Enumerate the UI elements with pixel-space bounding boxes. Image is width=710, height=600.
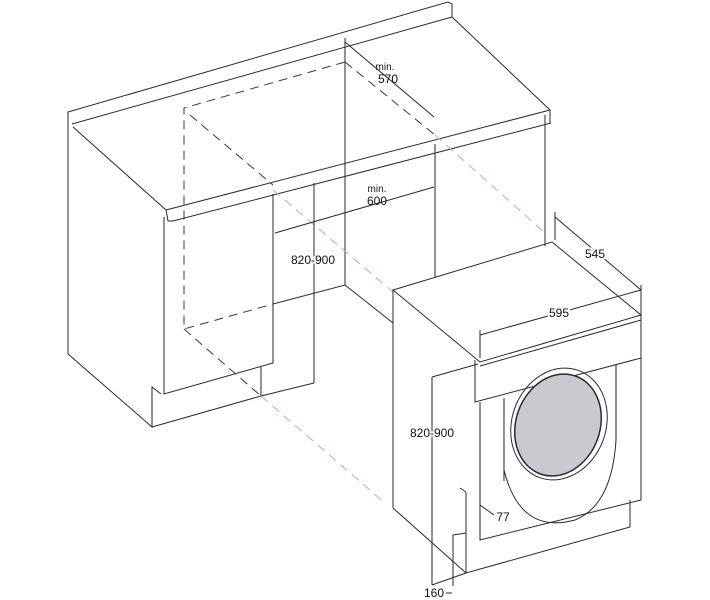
appliance-width-label: 595: [549, 306, 569, 320]
countertop: [67, 1, 552, 222]
appliance-height-label: 820-900: [410, 426, 454, 440]
dimension-labels: min. 570 min. 600 820-900 820-900 545 59…: [289, 62, 607, 600]
width-min-value: 600: [367, 194, 387, 208]
depth-min-value: 570: [378, 72, 398, 86]
niche-height-label: 820-900: [291, 253, 335, 267]
plinth-height-label: 160: [424, 586, 444, 600]
appliance-depth-label: 545: [585, 247, 605, 261]
washing-machine: [391, 241, 643, 574]
alignment-guides: [260, 134, 544, 505]
cabinet: [67, 38, 546, 429]
dimension-lines: [274, 41, 642, 594]
porthole: [510, 367, 608, 481]
door-offset-label: 77: [496, 510, 510, 524]
depth-min-prefix: min.: [376, 62, 395, 73]
width-min-prefix: min.: [368, 184, 387, 195]
niche-hidden-lines: [183, 61, 436, 397]
